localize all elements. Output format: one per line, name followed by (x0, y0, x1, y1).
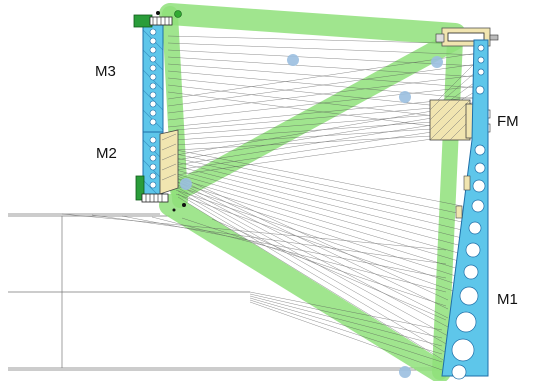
ray-line (91, 214, 447, 265)
m3-label: M3 (95, 63, 116, 80)
m3-mirror (142, 23, 164, 133)
ray-line (177, 181, 449, 319)
ray-line (249, 291, 443, 331)
ray-line (121, 215, 447, 279)
ray-bundle (61, 35, 479, 371)
m2-label: M2 (96, 145, 117, 162)
ray-line (175, 177, 463, 263)
lightweight-hole (149, 73, 157, 81)
lightweight-hole (149, 37, 157, 45)
lightweight-hole (471, 199, 485, 213)
ray-line (175, 117, 433, 161)
m1-label: M1 (497, 291, 518, 308)
ray-line (167, 35, 479, 45)
ray-line (177, 184, 449, 328)
frame-nodes (180, 54, 443, 378)
lightweight-hole (149, 163, 157, 171)
ray-line (175, 153, 463, 215)
ray-line (249, 293, 443, 339)
lightweight-hole (463, 264, 479, 280)
m2-mount-hardware (135, 175, 186, 212)
lightweight-hole (459, 286, 479, 306)
lightweight-hole (451, 364, 467, 380)
lightweight-hole (149, 82, 157, 90)
screw-adjuster-icon (133, 10, 182, 28)
ray-line (175, 185, 463, 279)
input-beam-lines (8, 213, 445, 371)
ray-line (177, 187, 449, 337)
ray-line (151, 216, 447, 293)
ray-line (249, 301, 443, 371)
lightweight-hole (465, 242, 481, 258)
ray-line (249, 299, 443, 363)
lightweight-hole (451, 338, 475, 362)
lightweight-hole (149, 181, 157, 189)
top-right-mount (435, 27, 499, 47)
lightweight-hole (149, 91, 157, 99)
ray-line (249, 295, 443, 347)
ray-line (177, 196, 449, 364)
m1-mirror (441, 39, 489, 380)
lightweight-hole (477, 44, 485, 52)
lightweight-hole (477, 68, 485, 76)
ray-line (175, 110, 433, 156)
ray-line (175, 138, 433, 176)
ray-line (167, 85, 479, 121)
ray-line (167, 74, 479, 114)
lightweight-hole (149, 64, 157, 72)
ray-line (167, 49, 479, 67)
ray-line (167, 56, 479, 78)
ray-line (175, 165, 463, 239)
ray-line (181, 217, 447, 307)
ray-line (433, 59, 479, 105)
ray-line (177, 193, 449, 355)
lightweight-hole (474, 162, 486, 174)
fm-label: FM (497, 113, 519, 130)
lightweight-hole (149, 145, 157, 153)
ray-line (175, 161, 463, 231)
m2-mirror (142, 129, 179, 199)
ray-line (167, 42, 479, 56)
lightweight-hole (149, 46, 157, 54)
lightweight-hole (468, 221, 482, 235)
ray-line (175, 157, 463, 223)
ray-line (177, 178, 449, 310)
ray-line (167, 52, 479, 100)
lightweight-hole (477, 56, 485, 64)
ray-line (177, 175, 449, 301)
ray-line (61, 213, 447, 251)
lightweight-hole (149, 136, 157, 144)
ray-line (167, 96, 479, 128)
ray-line (175, 131, 433, 171)
ray-line (175, 149, 463, 207)
ray-line (175, 135, 433, 151)
ray-line (175, 181, 463, 271)
lightweight-hole (149, 154, 157, 162)
truss-frame (159, 3, 466, 381)
ray-line (175, 107, 433, 131)
ray-line (167, 63, 479, 107)
ray-line (249, 297, 443, 355)
ray-line (175, 173, 463, 255)
lightweight-hole (149, 55, 157, 63)
lightweight-hole (149, 172, 157, 180)
lightweight-hole (149, 109, 157, 117)
ray-line (211, 218, 447, 321)
lightweight-hole (149, 28, 157, 36)
lightweight-hole (149, 100, 157, 108)
lightweight-hole (472, 179, 486, 193)
ray-line (175, 169, 463, 247)
ray-line (175, 193, 463, 295)
lightweight-hole (474, 144, 486, 156)
lightweight-hole (455, 311, 477, 333)
ray-line (177, 190, 449, 346)
lightweight-hole (475, 85, 485, 95)
lightweight-hole (149, 118, 157, 126)
